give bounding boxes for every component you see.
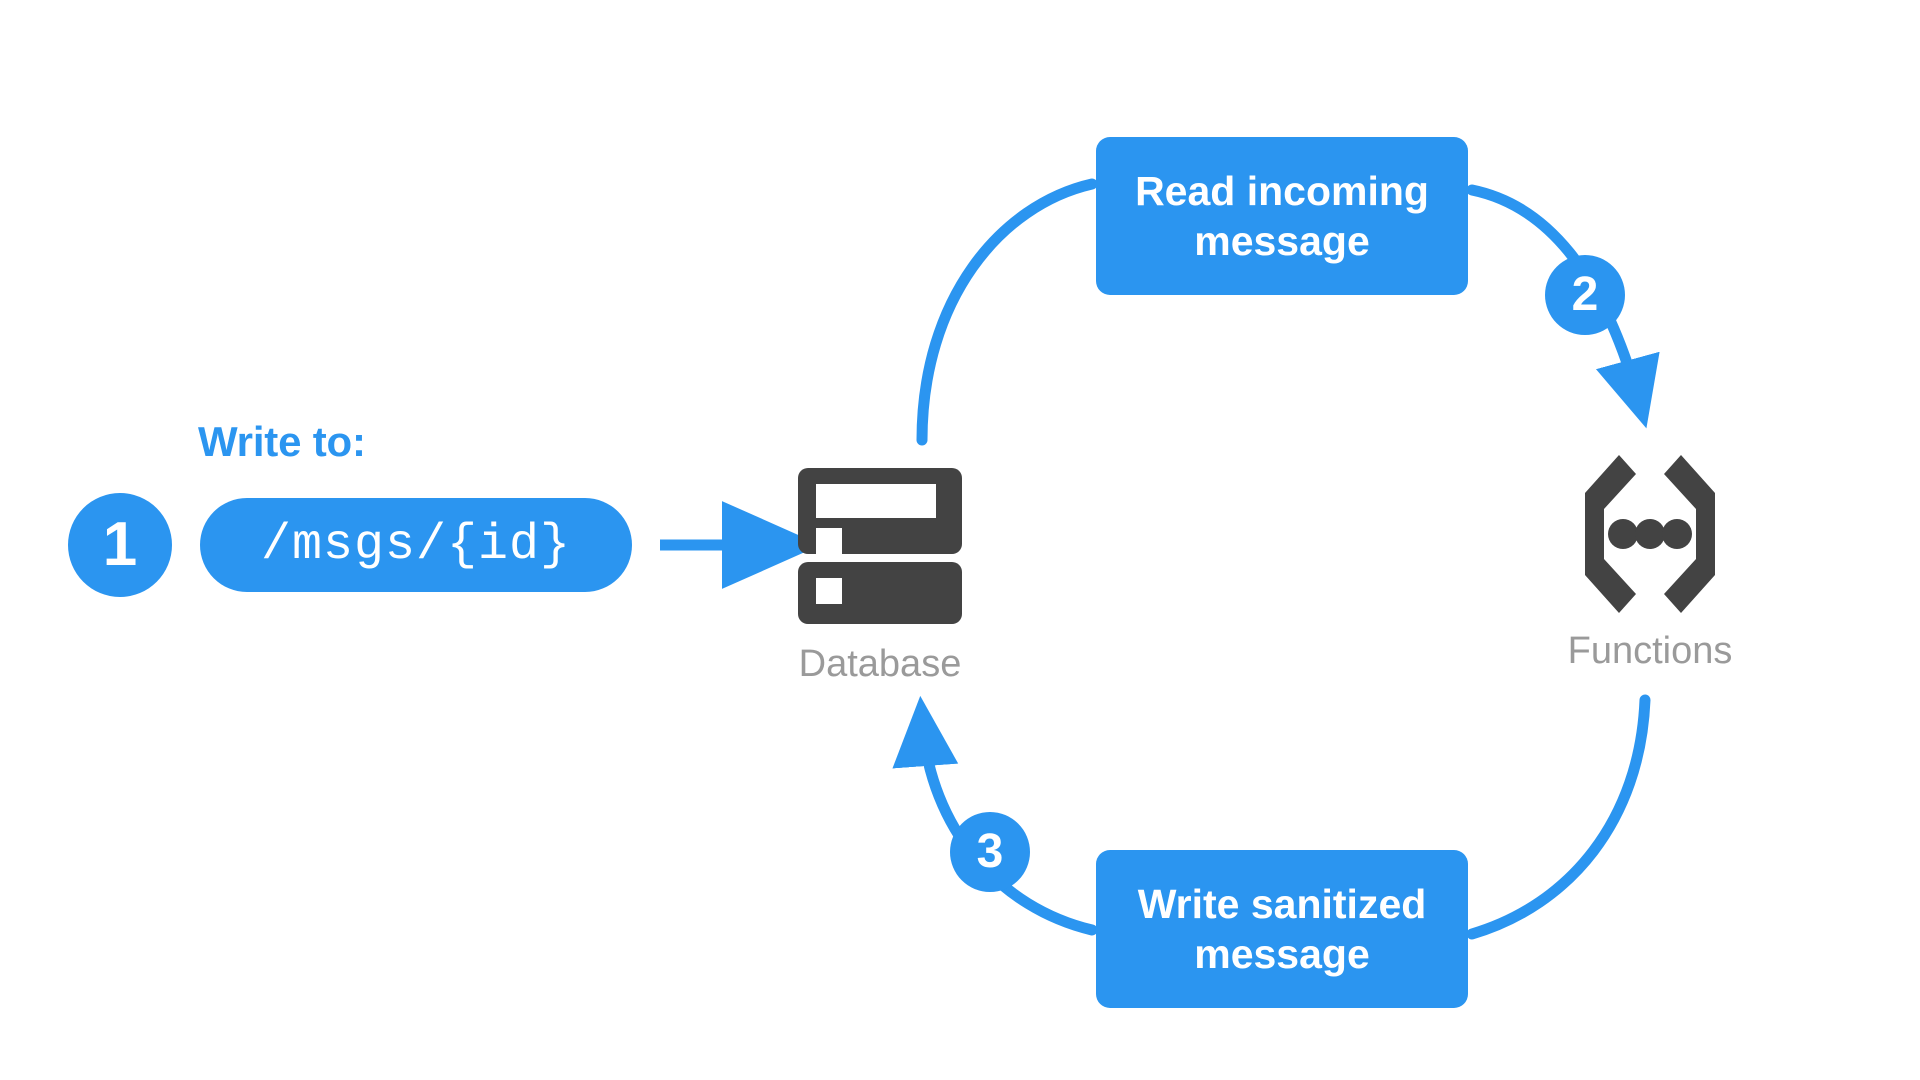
card-write-line2: message [1194, 931, 1370, 977]
card-write-sanitized-message[interactable]: Write sanitized message [1096, 850, 1468, 1008]
step-badge-3[interactable]: 3 [950, 812, 1030, 892]
write-to-label: Write to: [198, 418, 366, 465]
card-read-line2: message [1194, 218, 1370, 264]
database-icon [794, 466, 966, 631]
database-path-pill[interactable]: /msgs/{id} [200, 498, 632, 592]
node-functions[interactable]: Functions [1540, 455, 1760, 673]
card-read-text: Read incoming message [1135, 166, 1429, 266]
edge-database-to-read [916, 178, 1098, 446]
step-badge-2[interactable]: 2 [1545, 255, 1625, 335]
node-database[interactable]: Database [770, 466, 990, 686]
database-label: Database [798, 643, 962, 685]
card-read-line1: Read incoming [1135, 167, 1429, 214]
functions-brackets-icon [1557, 455, 1743, 618]
card-write-line1: Write sanitized [1137, 880, 1427, 927]
card-write-text: Write sanitized message [1138, 879, 1427, 979]
functions-label: Functions [1567, 630, 1733, 672]
step-badge-1[interactable]: 1 [68, 493, 172, 597]
edge-functions-to-write [1466, 694, 1651, 940]
card-read-incoming-message[interactable]: Read incoming message [1096, 137, 1468, 295]
